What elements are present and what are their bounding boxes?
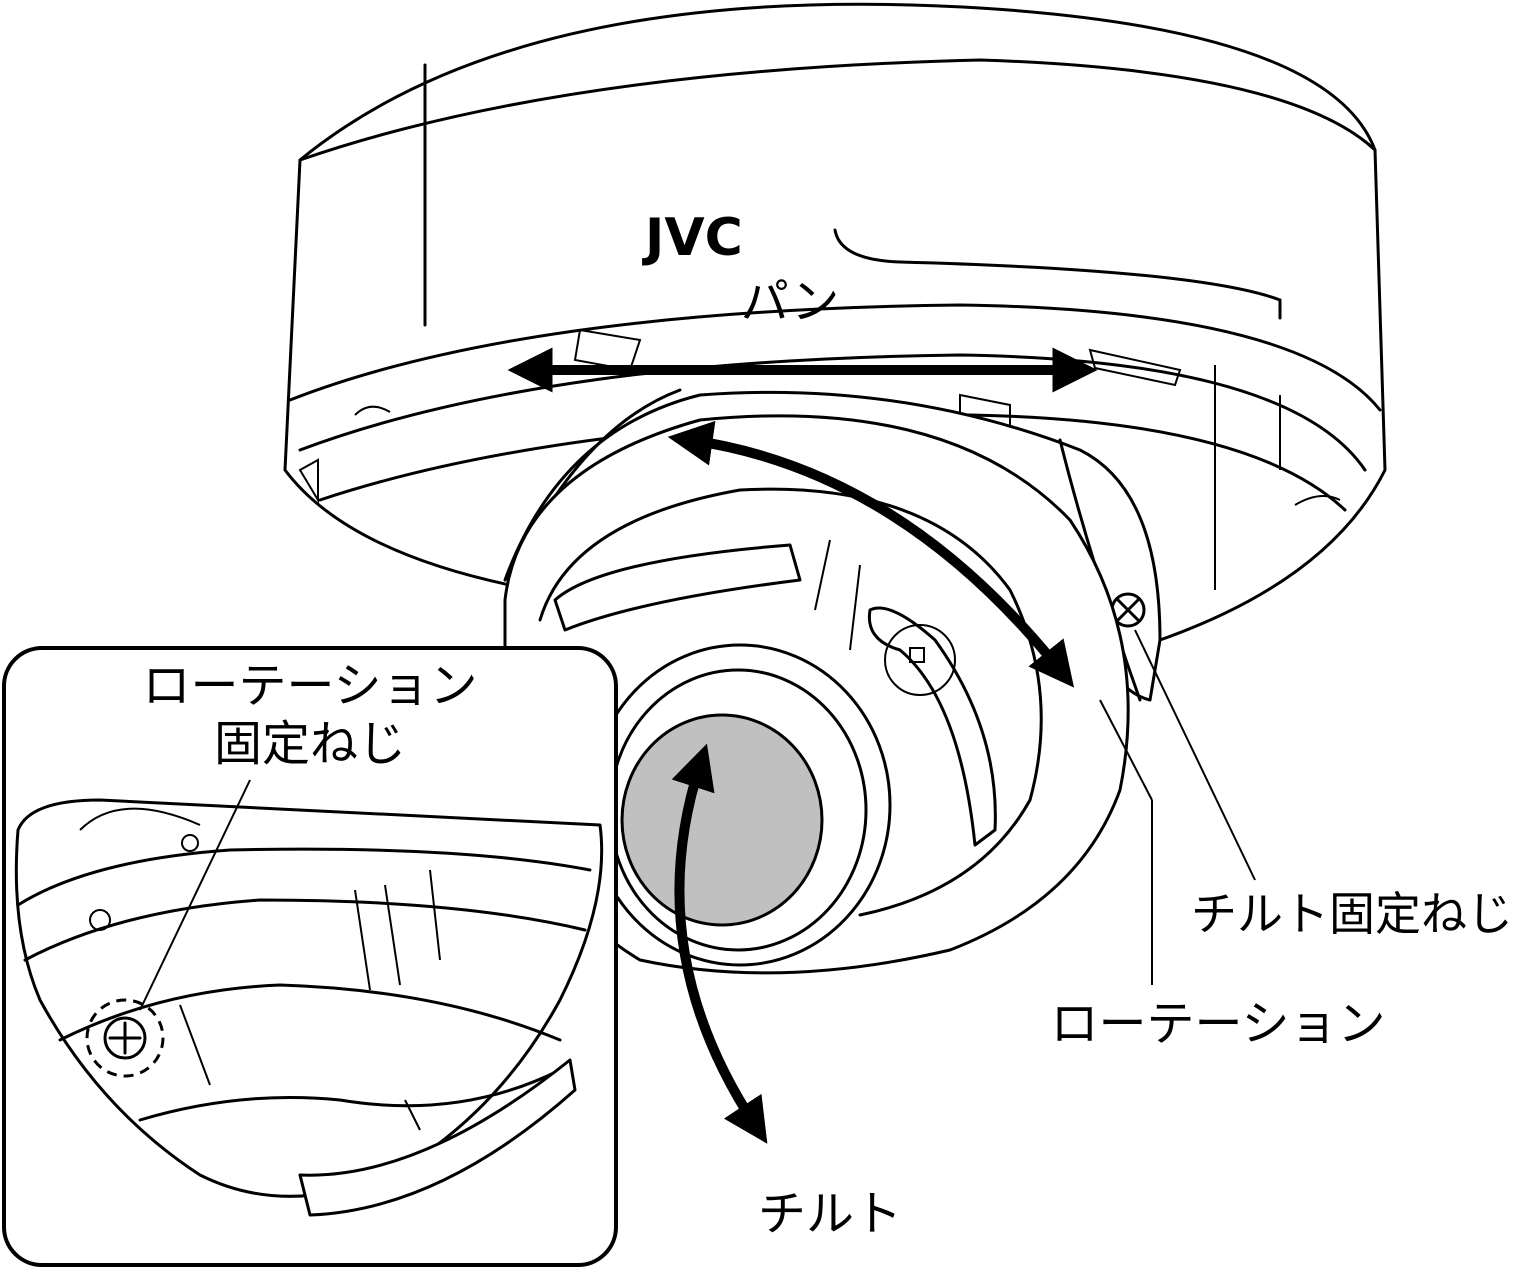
- pan-label: パン: [741, 274, 839, 330]
- leader-line-rotation: [1099, 699, 1153, 801]
- rotation-fix-screw-icon: [85, 998, 165, 1078]
- lens-glass: [620, 713, 824, 927]
- rotation-fix-screw-label-line1: ローテーション: [142, 658, 477, 714]
- rotation-arrow: [667, 420, 1075, 688]
- inset-panel: [2, 646, 618, 1267]
- leader-line-rotation-fix-screw: [139, 779, 251, 1011]
- rotation-fix-screw-label-line2: 固定ねじ: [214, 716, 406, 772]
- tilt-fix-screw-label: チルト固定ねじ: [1191, 887, 1513, 941]
- rotation-label: ローテーション: [1050, 996, 1385, 1052]
- tilt-label: チルト: [758, 1186, 902, 1242]
- brand-logo: JVC: [642, 208, 743, 268]
- tilt-arrow: [671, 743, 768, 1144]
- leader-line-tilt-fix-screw: [1134, 629, 1256, 881]
